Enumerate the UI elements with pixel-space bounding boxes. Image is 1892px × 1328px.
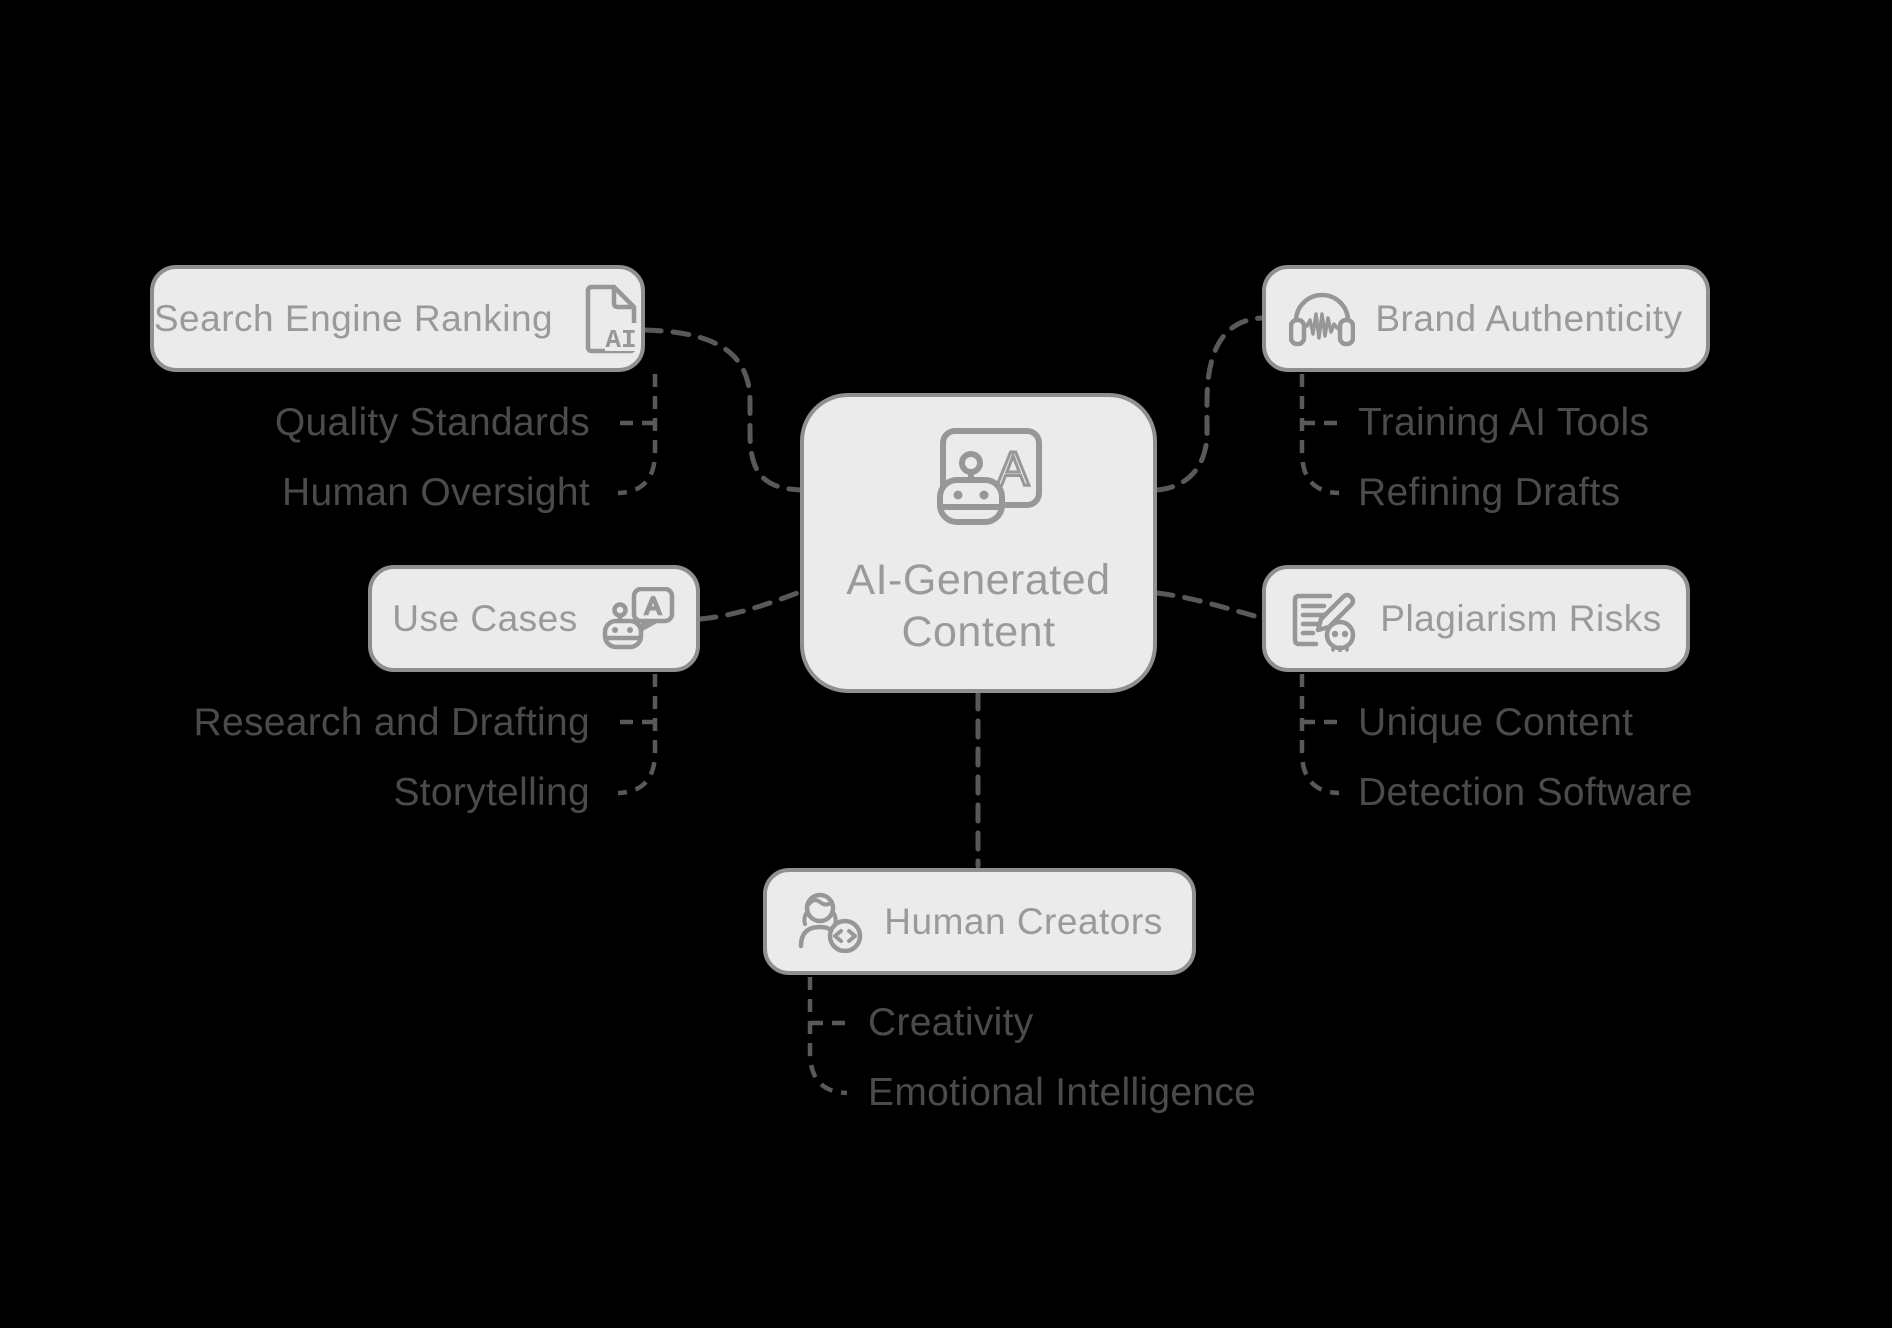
ai-document-icon: AI <box>585 284 638 355</box>
branch-node-human-creators: Human Creators <box>763 868 1196 975</box>
connector-brand-authenticity <box>1154 315 1265 493</box>
robot-presentation-icon: A <box>936 428 1042 526</box>
subline-plagiarism-risks <box>1299 674 1340 796</box>
person-code-icon <box>799 892 863 953</box>
branch-title: Plagiarism Risks <box>1380 597 1662 639</box>
subtopic-unique-content: Unique Content <box>1358 701 1634 744</box>
svg-text:AI: AI <box>606 325 637 355</box>
subline-use-cases <box>617 674 658 796</box>
branch-title: Brand Authenticity <box>1375 297 1683 339</box>
branch-node-brand-authenticity: Brand Authenticity <box>1262 265 1710 372</box>
subtopic-research-and-drafting: Research and Drafting <box>193 701 590 744</box>
subtopic-creativity: Creativity <box>868 1001 1034 1044</box>
headphones-waveform-icon <box>1289 292 1356 346</box>
subtopic-human-oversight: Human Oversight <box>282 471 590 514</box>
subline-search-engine-ranking <box>617 374 658 496</box>
document-pencil-skull-icon <box>1293 592 1356 652</box>
branch-node-search-engine-ranking: Search Engine Ranking AI <box>150 265 645 372</box>
subtopic-detection-software: Detection Software <box>1358 771 1693 814</box>
svg-text:A: A <box>645 593 661 620</box>
subtopic-training-ai-tools: Training AI Tools <box>1358 401 1650 444</box>
subtopic-refining-drafts: Refining Drafts <box>1358 471 1621 514</box>
branch-node-use-cases: Use Cases A <box>368 565 700 672</box>
branch-node-plagiarism-risks: Plagiarism Risks <box>1262 565 1690 672</box>
connector-plagiarism-risks <box>1154 590 1265 621</box>
subline-human-creators <box>807 977 848 1096</box>
subtopic-emotional-intelligence: Emotional Intelligence <box>868 1071 1257 1114</box>
branch-title: Search Engine Ranking <box>153 297 554 339</box>
subtopic-storytelling: Storytelling <box>393 771 590 814</box>
center-node-title: AI-Generated Content <box>846 556 1111 656</box>
branch-title: Human Creators <box>884 900 1163 942</box>
branch-title: Use Cases <box>392 597 578 639</box>
subtopic-quality-standards: Quality Standards <box>274 401 590 444</box>
robot-chat-icon: A <box>602 586 674 649</box>
connector-use-cases <box>697 589 803 622</box>
center-node-ai-generated-content: A AI-Generated Content <box>800 393 1157 693</box>
connector-search-engine-ranking <box>642 327 803 493</box>
subline-brand-authenticity <box>1299 374 1340 496</box>
svg-text:A: A <box>996 443 1028 496</box>
